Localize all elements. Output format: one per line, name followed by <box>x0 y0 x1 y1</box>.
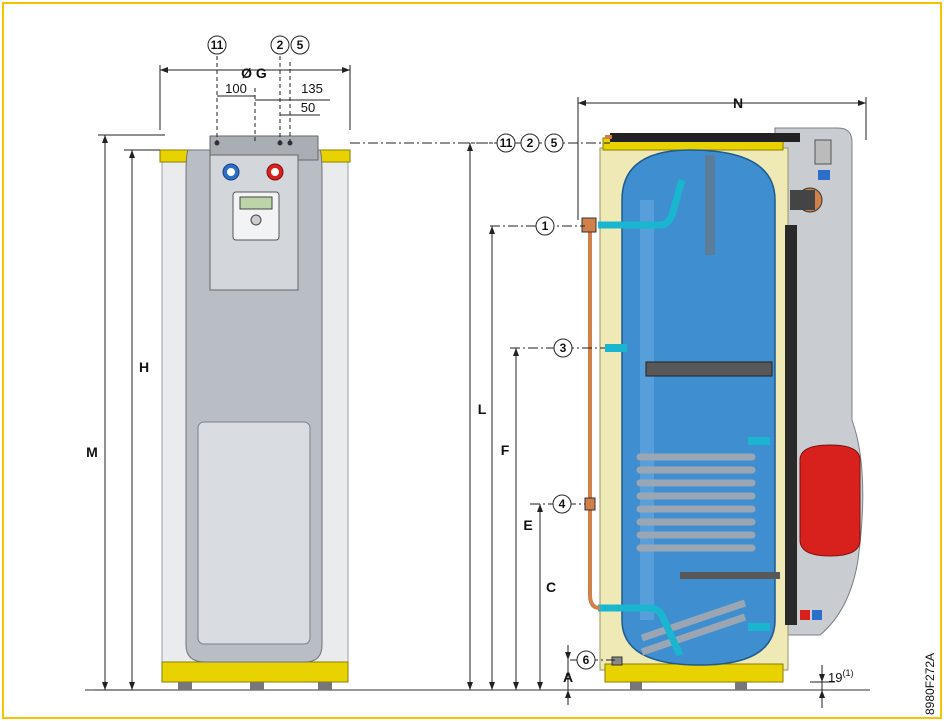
expansion-vessel <box>799 444 861 557</box>
pump-housing <box>790 190 815 210</box>
front-dimensions <box>95 56 351 691</box>
front-plinth <box>161 661 349 683</box>
side-view <box>581 127 864 690</box>
top-manifold <box>610 133 800 142</box>
side-circle-11: 11 <box>496 133 516 153</box>
sensor-stub-lower <box>748 623 770 631</box>
controller-screen <box>239 196 273 210</box>
inlet-pipe <box>598 179 686 229</box>
controller-knob <box>250 214 262 226</box>
side-label-4: 4 <box>559 497 566 511</box>
heating-element <box>645 361 773 377</box>
foot-dim-note: (1) <box>842 668 853 678</box>
side-label-5: 5 <box>551 136 558 150</box>
side-label-6: 6 <box>583 653 590 667</box>
connection-3-stub <box>605 344 627 352</box>
side-dim-arrows <box>467 100 866 698</box>
side-foot-left <box>630 682 642 690</box>
side-circle-6: 6 <box>576 650 596 670</box>
dim-50: 50 <box>301 100 315 115</box>
front-foot-left <box>178 682 192 690</box>
foot-dim-value: 19 <box>828 670 842 685</box>
valve-top <box>814 139 832 165</box>
side-dimensions <box>350 97 867 708</box>
sensor-stub-upper <box>748 437 770 445</box>
front-circle-5: 5 <box>290 35 310 55</box>
side-circle-1: 1 <box>535 216 555 236</box>
side-plinth <box>604 663 784 683</box>
front-foot-right <box>318 682 332 690</box>
foot-dim-19: 19(1) <box>828 668 853 685</box>
label-L: L <box>478 401 487 417</box>
front-label-2: 2 <box>277 38 284 52</box>
label-F: F <box>501 442 510 458</box>
red-dial-face <box>271 168 279 176</box>
front-label-5: 5 <box>297 38 304 52</box>
tank-highlight <box>640 200 654 620</box>
side-label-2: 2 <box>527 136 534 150</box>
vertical-black-pipe <box>785 225 797 625</box>
front-lower-panel <box>197 421 311 645</box>
side-circle-2: 2 <box>520 133 540 153</box>
reference-code: 8980F272A <box>923 653 937 715</box>
label-M: M <box>86 444 98 460</box>
fitting-1 <box>581 217 597 233</box>
return-pipe <box>598 604 684 657</box>
dim-135: 135 <box>301 81 323 96</box>
copper-bypass-pipe <box>588 230 601 610</box>
fitting-6 <box>611 656 623 666</box>
label-N: N <box>733 95 743 111</box>
side-foot-right <box>735 682 747 690</box>
anode-bar <box>680 572 780 579</box>
side-label-1: 1 <box>542 219 549 233</box>
front-circle-11: 11 <box>207 35 227 55</box>
side-label-11: 11 <box>500 136 513 150</box>
label-C: C <box>546 579 556 595</box>
drain-valve-red <box>800 610 810 620</box>
valve-blue <box>818 170 830 180</box>
side-label-3: 3 <box>560 341 567 355</box>
front-dim-arrows <box>102 67 350 690</box>
blue-dial-face <box>227 168 235 176</box>
front-view <box>159 135 351 690</box>
label-E: E <box>523 517 532 533</box>
front-label-11: 11 <box>211 38 224 52</box>
label-H: H <box>139 359 149 375</box>
fitting-4 <box>584 497 596 511</box>
dip-tube <box>705 155 715 255</box>
lower-coil-pipe <box>640 599 747 656</box>
drain-valve-blue <box>812 610 822 620</box>
heating-coil <box>636 453 756 552</box>
diameter-label: Ø G <box>241 65 267 81</box>
label-A: A <box>563 669 573 685</box>
side-circle-3: 3 <box>553 338 573 358</box>
dim-100: 100 <box>225 81 247 96</box>
front-circle-2: 2 <box>270 35 290 55</box>
side-circle-5: 5 <box>544 133 564 153</box>
side-circle-4: 4 <box>552 494 572 514</box>
front-foot-mid <box>250 682 264 690</box>
